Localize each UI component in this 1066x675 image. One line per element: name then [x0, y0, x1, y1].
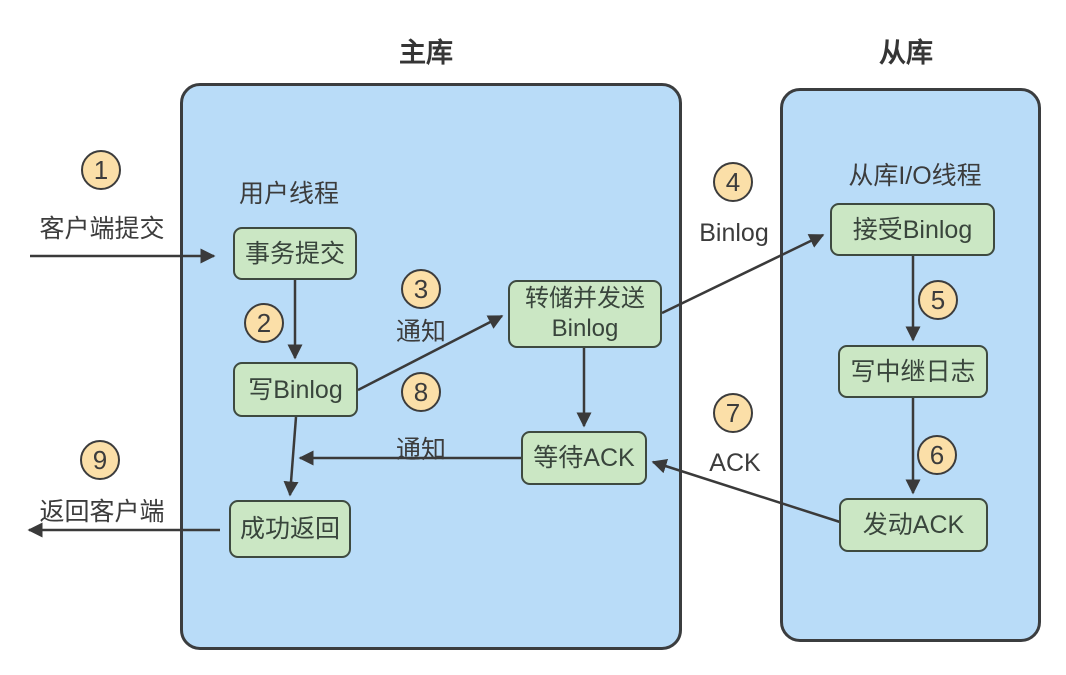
step-circle-1: 1 [81, 150, 121, 190]
step-label-notify-8: 通知 [395, 436, 446, 464]
box-send-ack: 发动ACK [839, 498, 988, 552]
box-transaction-commit: 事务提交 [233, 227, 357, 280]
step-label-return-client: 返回客户端 [39, 498, 165, 526]
arrow-writebinlog-to-dump [357, 314, 504, 392]
step-circle-8: 8 [401, 372, 441, 412]
step-label-notify-3: 通知 [395, 318, 446, 346]
step-circle-9: 9 [80, 440, 120, 480]
step-circle-2: 2 [244, 303, 284, 343]
box-receive-binlog: 接受Binlog [830, 203, 995, 256]
step-label-client-submit: 客户端提交 [39, 215, 165, 243]
box-write-binlog: 写Binlog [233, 362, 358, 417]
step-circle-3: 3 [401, 269, 441, 309]
box-success-return: 成功返回 [229, 500, 351, 558]
arrow-writebinlog-to-return [283, 416, 299, 497]
step-circle-5: 5 [918, 280, 958, 320]
slave-title: 从库 [879, 38, 933, 68]
user-thread-label: 用户线程 [238, 180, 339, 208]
master-title: 主库 [399, 38, 453, 68]
arrow-sendack-to-waitack [651, 458, 841, 524]
slave-io-thread-label: 从库I/O线程 [848, 162, 982, 190]
step-circle-7: 7 [713, 393, 753, 433]
arrow-dump-to-receive [661, 233, 825, 315]
step-circle-4: 4 [713, 162, 753, 202]
step-label-binlog: Binlog [699, 219, 769, 247]
box-write-relay-log: 写中继日志 [838, 345, 988, 398]
step-circle-6: 6 [917, 435, 957, 475]
step-label-ack: ACK [709, 449, 761, 477]
box-wait-ack: 等待ACK [521, 431, 647, 485]
box-dump-send-binlog: 转储并发送 Binlog [508, 280, 662, 348]
